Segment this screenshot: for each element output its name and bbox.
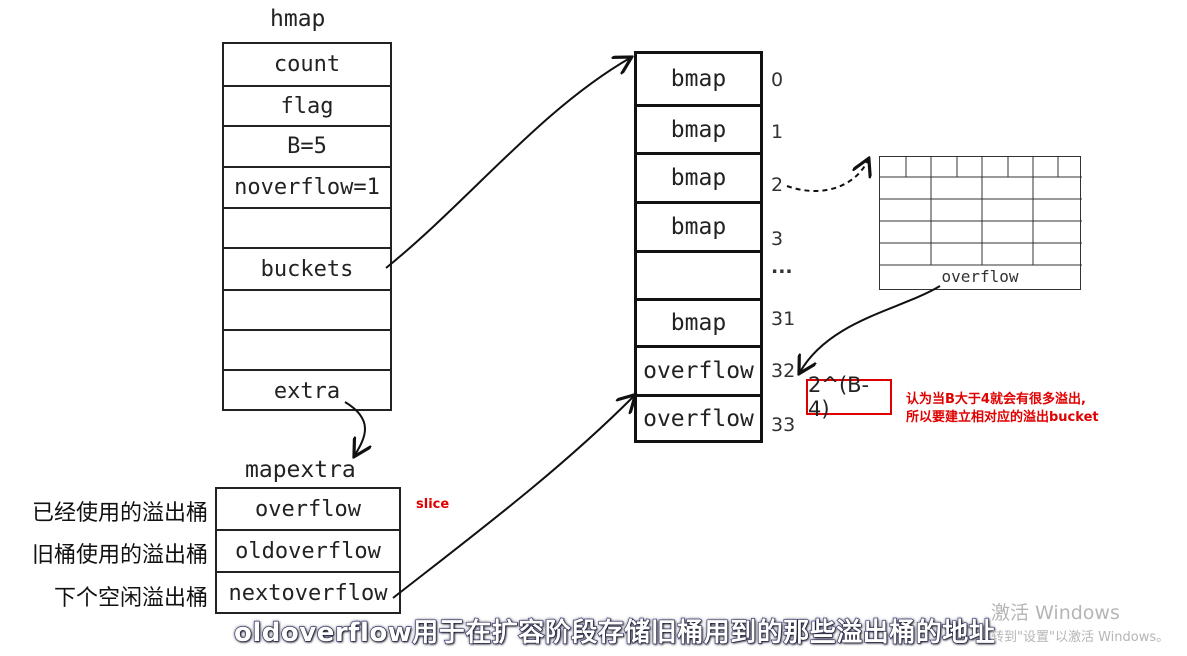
mapextra-struct: overflow oldoverflow nextoverflow [215,487,401,614]
bucket-index-32: 32 [771,360,796,382]
bucket-index-33: 33 [771,414,796,436]
mapextra-title: mapextra [245,457,356,483]
mapextra-field-overflow: overflow [217,489,399,531]
bmap-overflow-field: overflow [941,267,1019,286]
hmap-field-flag: flag [224,87,390,127]
mapextra-field-nextoverflow: nextoverflow [228,581,388,606]
bucket-31: bmap [637,301,760,348]
overflow-bucket-33: overflow [643,405,754,432]
bucket-ellipsis [637,253,760,301]
bucket-index-31: 31 [771,308,796,330]
bucket-1: bmap [637,107,760,155]
arrow-bucket2-to-bmap-struct [786,160,868,192]
arrow-bmap-overflow-to-bucket32 [800,285,941,372]
overflow-bucket-32: overflow [637,348,760,397]
arrow-nextoverflow-to-overflow [392,396,634,599]
bmap-struct: overflow [879,156,1082,290]
bucket-index-0: 0 [771,69,784,91]
formula-note-line-1: 认为当B大于4就会有很多溢出, [906,392,1086,407]
bucket-index-ellipsis: ... [771,256,793,278]
hmap-title: hmap [270,6,326,32]
desc-old-overflow: 旧桶使用的溢出桶 [31,543,208,568]
video-subtitle: oldoverflow用于在扩容阶段存储旧桶用到的那些溢出桶的地址 [233,617,996,648]
desc-next-overflow: 下个空闲溢出桶 [53,586,208,611]
hmap-field-count: count [224,44,390,87]
mapextra-field-oldoverflow: oldoverflow [217,531,399,573]
bucket-0: bmap [637,54,760,107]
arrow-extra-to-mapextra [344,401,365,455]
formula-note-line-2: 所以要建立相对应的溢出bucket [906,410,1099,425]
hmap-field-b: B=5 [224,127,390,168]
bmap-grid [880,157,1082,266]
hmap-field-empty-1 [224,209,390,249]
bucket-index-1: 1 [771,121,784,143]
bucket-index-2: 2 [771,174,784,196]
desc-used-overflow: 已经使用的溢出桶 [31,501,208,526]
hmap-struct: count flag B=5 noverflow=1 buckets extra [222,42,392,411]
bucket-3: bmap [637,204,760,253]
bucket-index-3: 3 [771,228,784,250]
bucket-2: bmap [637,155,760,204]
buckets-array: bmap bmap bmap bmap bmap overflow overfl… [634,51,763,443]
arrow-buckets-to-array [385,58,630,269]
hmap-field-empty-3 [224,331,390,371]
slice-note: slice [416,497,450,512]
hmap-field-buckets: buckets [224,249,390,291]
hmap-field-extra: extra [273,378,341,404]
activation-watermark-subtitle: 转到"设置"以激活 Windows。 [991,630,1170,645]
activation-watermark-title: 激活 Windows [991,602,1120,624]
hmap-field-empty-2 [224,291,390,331]
hmap-field-noverflow: noverflow=1 [224,168,390,209]
